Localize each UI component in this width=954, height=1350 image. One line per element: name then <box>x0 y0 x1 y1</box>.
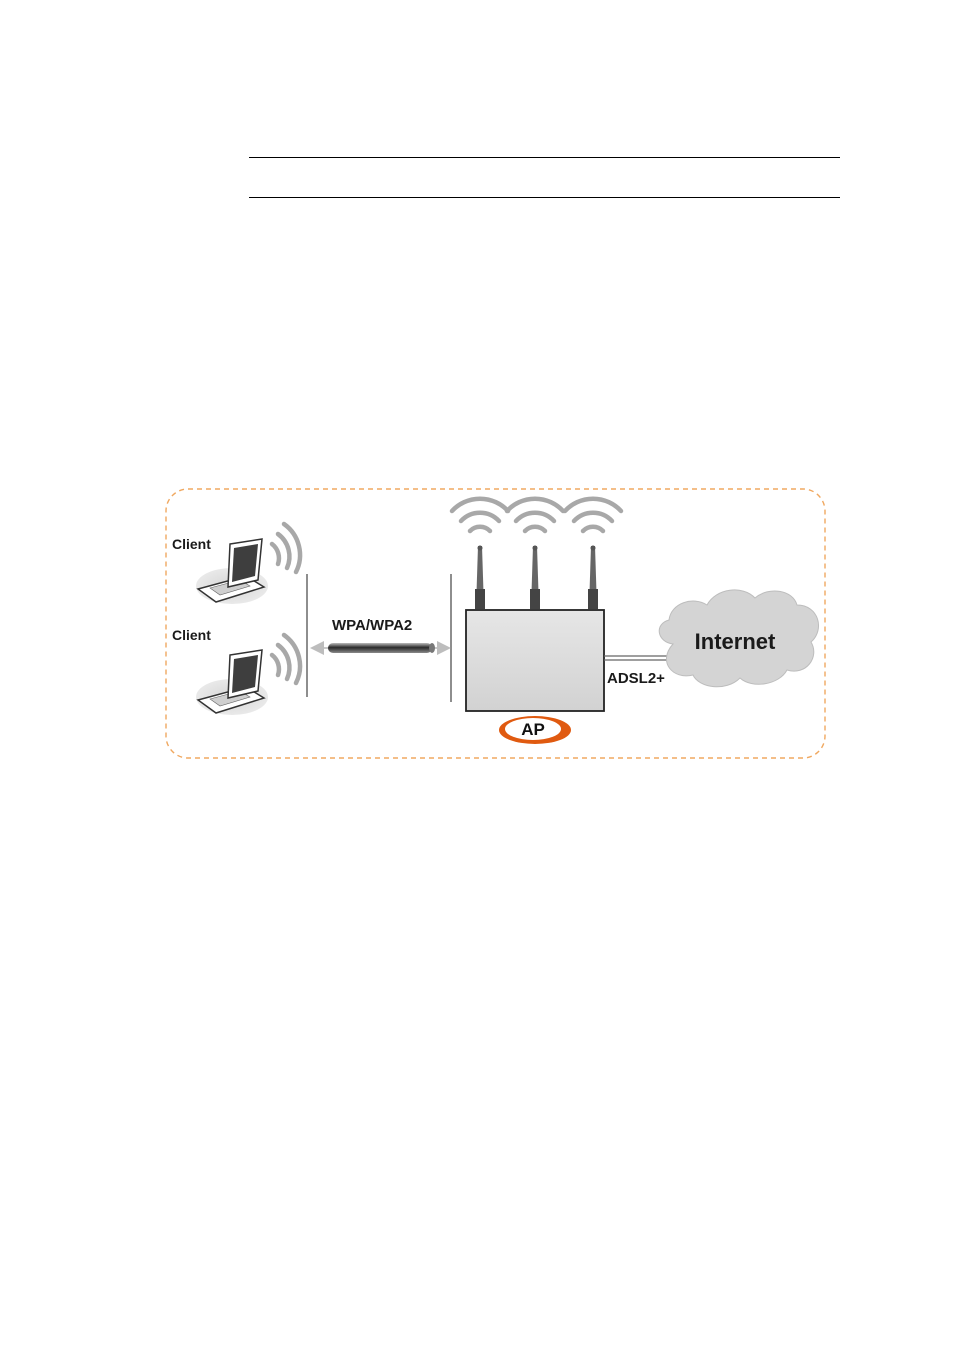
client-laptop-2: Client <box>172 627 300 715</box>
antenna-icon <box>588 546 598 610</box>
link-label: WPA/WPA2 <box>332 617 412 634</box>
arrow-right-icon <box>437 641 451 655</box>
encrypted-link: WPA/WPA2 <box>310 617 451 655</box>
tunnel-tube <box>328 643 432 653</box>
client-label-1: Client <box>172 536 211 552</box>
client-laptop-1: Client <box>172 524 300 604</box>
antenna-icon <box>475 546 485 610</box>
device-body <box>466 610 604 711</box>
client-label-2: Client <box>172 627 211 643</box>
wifi-waves-icon <box>272 524 300 572</box>
network-diagram: Client Client WPA/WPA2 <box>160 484 830 764</box>
tube-end <box>429 643 435 653</box>
cloud-label: Internet <box>695 629 776 654</box>
wifi-waves-icon <box>272 635 300 683</box>
header-rule-bottom <box>249 197 840 198</box>
wan-label: ADSL2+ <box>607 670 665 687</box>
cloud-icon: Internet <box>659 590 818 687</box>
ap-label: AP <box>521 720 545 739</box>
arrow-left-icon <box>310 641 324 655</box>
signal-waves-icon <box>452 499 621 531</box>
access-point-device: AP <box>452 499 621 744</box>
header-rule-top <box>249 157 840 158</box>
antenna-icon <box>530 546 540 610</box>
